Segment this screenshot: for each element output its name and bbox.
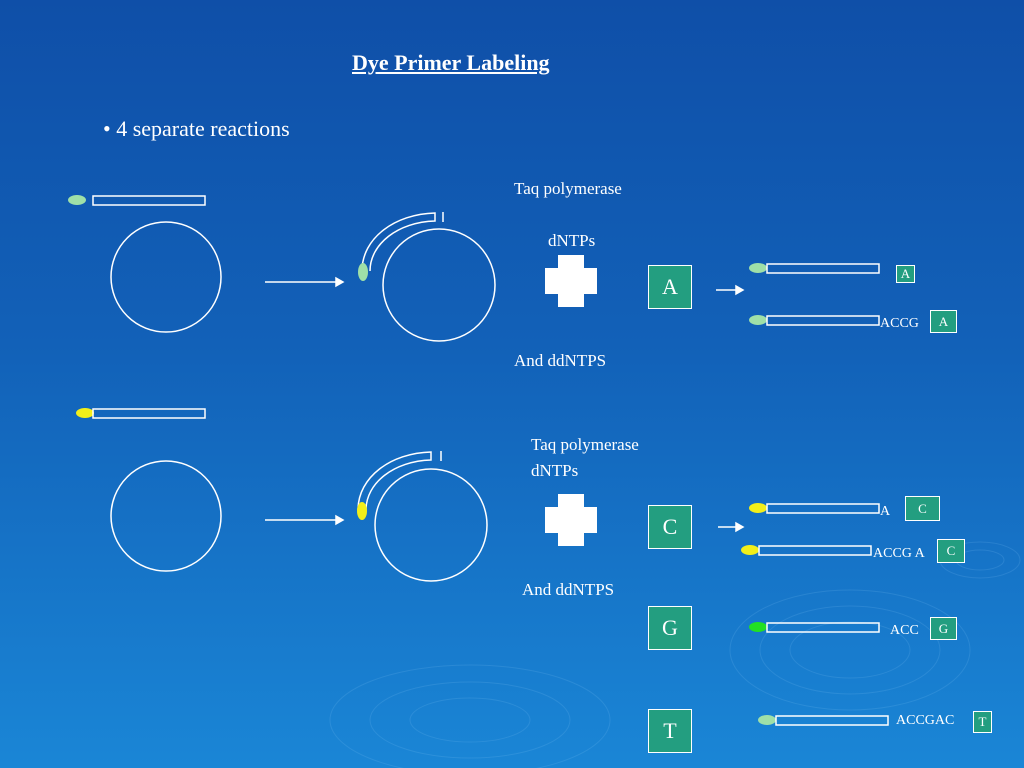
arrow — [265, 514, 345, 526]
dye-label-light-green — [68, 195, 86, 205]
sequence-label: A — [880, 504, 891, 519]
annealed-primer-curve — [361, 212, 436, 272]
dntps-label: dNTPs — [548, 231, 596, 250]
enzyme-label: Taq polymerase — [514, 179, 622, 198]
dye-label-light-green — [749, 315, 767, 325]
terminal-base-box: G — [930, 617, 957, 640]
terminal-base-box: C — [937, 539, 965, 563]
annealed-primer-curve — [357, 451, 432, 511]
arrow — [265, 276, 345, 288]
template-dna-circle — [110, 221, 222, 333]
dye-label-bright-green — [749, 622, 767, 632]
dye-label-yellow — [357, 502, 367, 520]
annealed-template-circle — [374, 468, 488, 582]
product-strand — [766, 315, 880, 326]
sequence-label: ACC — [890, 623, 919, 638]
dye-label-light-green — [358, 263, 368, 281]
terminal-base-box: C — [905, 496, 940, 521]
ddntps-label: And ddNTPS — [522, 580, 615, 599]
base-box-a: A — [648, 265, 692, 309]
terminal-base-box: T — [973, 711, 992, 733]
dye-label-yellow — [76, 408, 94, 418]
product-strand — [766, 622, 880, 633]
terminal-base-box: A — [930, 310, 957, 333]
reaction-plus-icon — [545, 494, 597, 546]
arrow — [718, 521, 745, 533]
product-strand — [758, 545, 872, 556]
enzyme-label: Taq polymerase — [531, 435, 639, 454]
product-strand — [766, 503, 880, 514]
dye-label-light-green — [758, 715, 776, 725]
base-box-g: G — [648, 606, 692, 650]
primer-strand — [92, 195, 206, 206]
sequence-label: ACCG A — [873, 546, 925, 561]
terminal-base-box: A — [896, 265, 915, 283]
sequence-label: ACCG — [880, 316, 919, 331]
sequence-label: ACCGAC — [896, 713, 955, 728]
product-strand — [775, 715, 889, 726]
dye-label-yellow — [741, 545, 759, 555]
base-box-t: T — [648, 709, 692, 753]
template-dna-circle — [110, 460, 222, 572]
dye-label-yellow — [749, 503, 767, 513]
base-box-c: C — [648, 505, 692, 549]
bullet-point: • 4 separate reactions — [103, 116, 290, 141]
ddntps-label: And ddNTPS — [514, 351, 607, 370]
slide-title: Dye Primer Labeling — [352, 50, 550, 75]
dntps-label: dNTPs — [531, 461, 579, 480]
arrow — [716, 284, 745, 296]
product-strand — [766, 263, 880, 274]
primer-strand — [92, 408, 206, 419]
dye-label-light-green — [749, 263, 767, 273]
reaction-plus-icon — [545, 255, 597, 307]
annealed-template-circle — [382, 228, 496, 342]
